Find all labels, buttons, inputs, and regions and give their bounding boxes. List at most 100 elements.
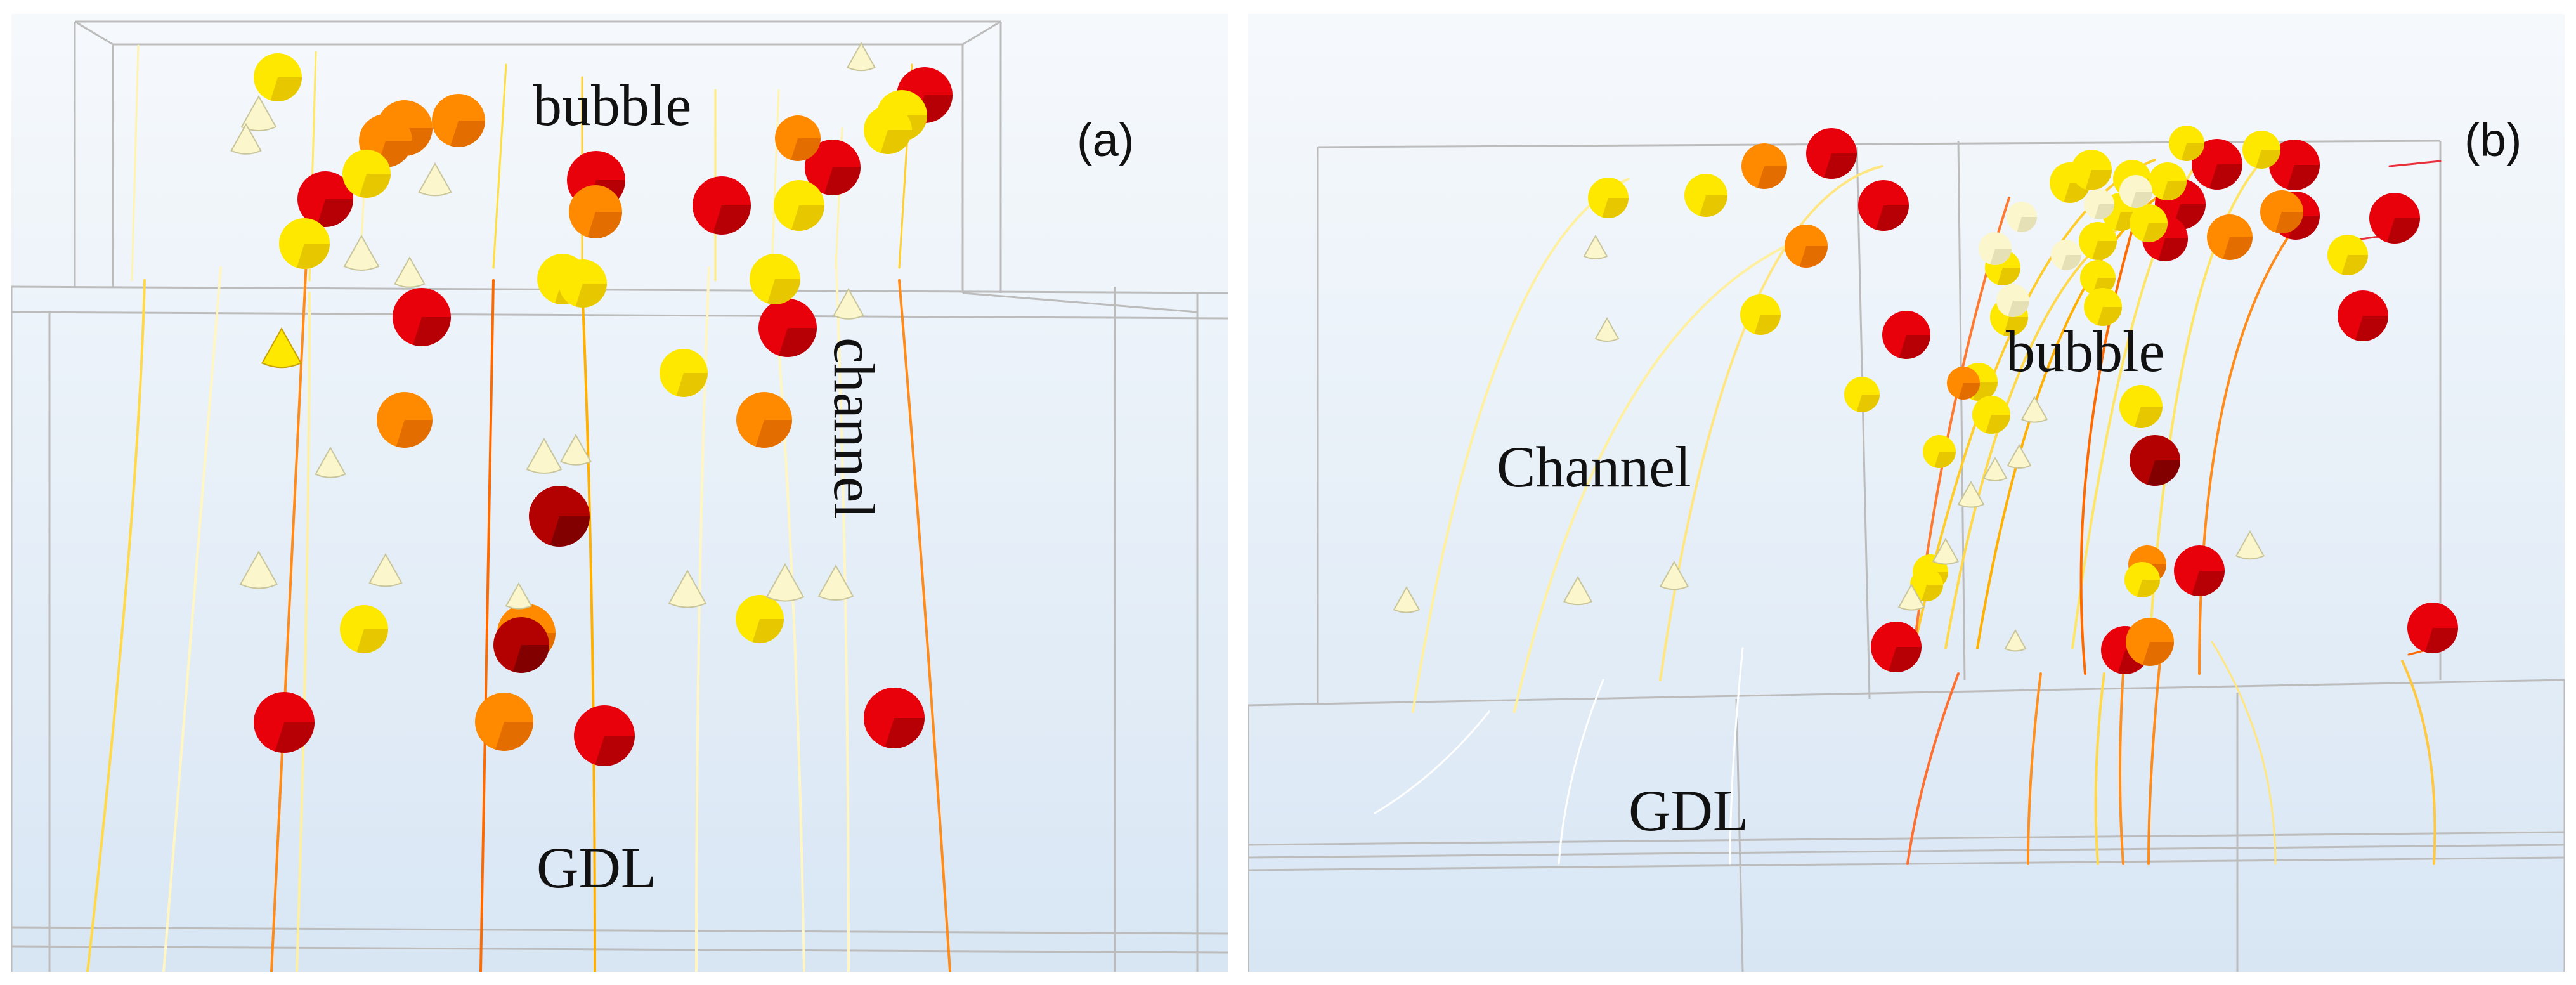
bubble-cone	[1897, 583, 1925, 611]
trajectory-line	[1412, 178, 1630, 713]
bubble-cone	[1659, 560, 1689, 590]
bubble	[1947, 367, 1980, 400]
bubble	[432, 94, 485, 147]
bubble-shade	[779, 328, 817, 357]
bubble-shade	[755, 420, 792, 448]
bubble-shade	[1889, 647, 1922, 672]
trajectory-line	[581, 285, 596, 972]
bubble-shade	[2387, 218, 2420, 244]
bubble	[1740, 294, 1781, 335]
trajectory-line	[131, 44, 140, 282]
bubble	[1882, 311, 1930, 359]
bubble	[2071, 150, 2112, 190]
bubble-shade	[1934, 452, 1956, 468]
bubble	[342, 150, 391, 198]
bubble	[1806, 128, 1857, 179]
panel-b-background	[1248, 14, 2565, 972]
bubble-shade	[2275, 212, 2303, 233]
panel-a-id-label: (a)	[1077, 114, 1135, 166]
bubble-shade	[2223, 237, 2253, 260]
panel-a-bubble-label: bubble	[533, 73, 692, 138]
trajectory-line	[2147, 647, 2163, 865]
trajectory-line	[2211, 641, 2277, 865]
geometry-edge	[1248, 679, 2565, 707]
panel-a-channel-label: channel	[822, 337, 887, 519]
bubble-cone	[817, 564, 854, 601]
bubble-shade	[2131, 192, 2152, 208]
bubble	[2079, 222, 2117, 260]
bubble-shade	[1922, 585, 1943, 601]
bubble-shade	[413, 317, 451, 346]
bubble-cone	[1932, 537, 1960, 565]
panel-a-bubbles	[230, 41, 953, 766]
bubble	[864, 688, 925, 748]
bubble-shade	[713, 205, 751, 235]
bubble-shade	[359, 174, 391, 198]
trajectory-line	[86, 279, 146, 972]
geometry-edge	[1856, 147, 1871, 700]
bubble-shade	[2209, 164, 2242, 190]
bubble-shade	[2181, 143, 2204, 161]
bubble-cone	[833, 287, 864, 320]
bubble-cone	[526, 437, 563, 474]
bubble-shade	[752, 619, 784, 643]
bubble	[2119, 175, 2152, 208]
bubble	[1923, 435, 1956, 468]
trajectory-line	[771, 89, 780, 256]
geometry-edge	[74, 20, 114, 46]
bubble-cone	[1982, 456, 2008, 481]
bubble-shade	[1986, 415, 2010, 434]
bubble	[297, 171, 353, 227]
geometry-edge	[962, 292, 1198, 313]
bubble-cone	[368, 552, 403, 587]
bubble	[1741, 143, 1787, 189]
geometry-edge	[11, 945, 1228, 954]
bubble-shade	[550, 516, 590, 547]
trajectory-line	[2119, 672, 2124, 865]
bubble-shade	[676, 373, 708, 397]
trajectory-line	[2079, 216, 2137, 675]
panel-b-bubbles	[1393, 126, 2458, 674]
bubble	[2327, 235, 2368, 275]
bubble	[758, 299, 817, 357]
trajectory-line	[2094, 672, 2105, 865]
bubble-shade	[2061, 255, 2081, 270]
bubble-cone	[239, 550, 278, 589]
trajectory-line	[1729, 647, 1744, 865]
panel-b-id-label: (b)	[2464, 114, 2522, 166]
bubble-shade	[2425, 628, 2458, 653]
bubble-shade	[2008, 301, 2029, 317]
bubble-cone	[765, 563, 805, 602]
bubble-shade	[2017, 217, 2037, 232]
bubble-shade	[2092, 241, 2117, 260]
bubble	[2338, 290, 2388, 341]
bubble	[2169, 126, 2204, 161]
bubble-shade	[2085, 170, 2112, 190]
bubble-shade	[1824, 153, 1857, 179]
panel-b-bubble-label: bubble	[2006, 319, 2165, 384]
bubble-cone	[505, 582, 533, 610]
bubble	[1588, 178, 1629, 218]
bubble-shade	[1757, 166, 1787, 189]
bubble-shade	[2142, 642, 2174, 666]
bubble-shade	[2162, 181, 2187, 200]
bubble-shade	[1876, 205, 1909, 231]
trajectory-line	[1513, 241, 1795, 713]
bubble	[2007, 202, 2037, 232]
bubble-cone	[1957, 480, 1985, 508]
bubble-cone	[343, 234, 380, 271]
bubble	[1996, 284, 2029, 317]
trajectory-line	[162, 266, 222, 972]
bubble	[2051, 240, 2081, 270]
bubble-cone	[394, 256, 426, 288]
bubble-cone	[2235, 530, 2265, 560]
bubble	[2084, 189, 2114, 219]
bubble-cone	[560, 433, 592, 466]
bubble-shade	[1699, 195, 1727, 217]
bubble	[254, 692, 315, 753]
bubble-shade	[2355, 316, 2388, 341]
bubble-shade	[2158, 238, 2188, 261]
bubble	[774, 180, 824, 231]
bubble	[2124, 562, 2160, 597]
bubble-cone	[315, 446, 346, 478]
